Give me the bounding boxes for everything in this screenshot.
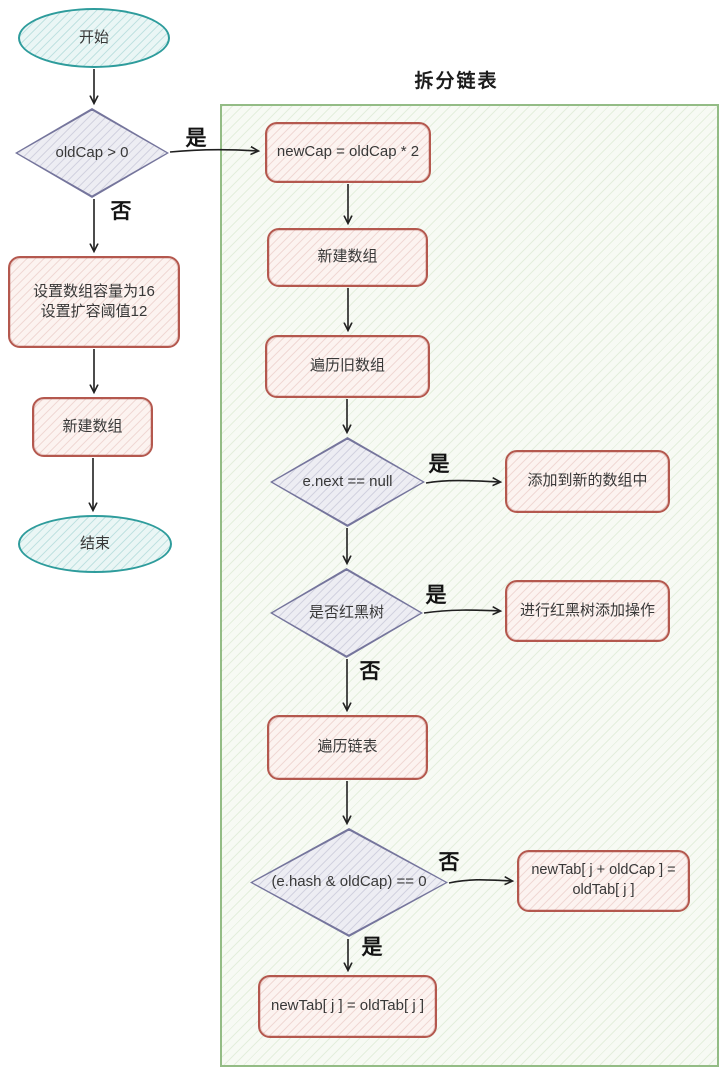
end-label: 结束 xyxy=(79,534,110,552)
start-node: 开始 xyxy=(18,8,170,68)
add-to-new-array-node: 添加到新的数组中 xyxy=(505,450,670,513)
newtab-offset-node: newTab[ j + oldCap ] = oldTab[ j ] xyxy=(517,850,690,912)
set-capacity-node: 设置数组容量为16 设置扩容阈值12 xyxy=(8,256,180,348)
cond-enext-node: e.next == null xyxy=(270,437,425,527)
edge-label-rbtree-yes: 是 xyxy=(425,584,447,607)
edge-label-hash-yes: 是 xyxy=(361,936,383,959)
iterate-old-array-label: 遍历旧数组 xyxy=(309,357,385,375)
new-array-label: 新建数组 xyxy=(317,248,378,266)
rbtree-add-node: 进行红黑树添加操作 xyxy=(505,580,670,642)
new-array-node: 新建数组 xyxy=(267,228,428,287)
rbtree-add-label: 进行红黑树添加操作 xyxy=(519,601,655,619)
iterate-old-array-node: 遍历旧数组 xyxy=(265,335,430,398)
newcap-node: newCap = oldCap * 2 xyxy=(265,122,431,183)
cond-hash-label: (e.hash & oldCap) == 0 xyxy=(271,873,427,891)
edge-label-rbtree-no: 否 xyxy=(359,660,381,683)
edge-label-hash-no: 否 xyxy=(438,851,460,874)
new-array-left-label: 新建数组 xyxy=(62,417,123,435)
cond-hash-node: (e.hash & oldCap) == 0 xyxy=(250,828,448,937)
set-capacity-label: 设置数组容量为16 设置扩容阈值12 xyxy=(33,282,155,320)
cond-oldcap-node: oldCap > 0 xyxy=(15,108,169,198)
arrow-hash-no xyxy=(448,880,512,883)
cond-rbtree-node: 是否红黑树 xyxy=(270,568,423,658)
arrow-enext-yes xyxy=(425,481,500,483)
add-to-new-array-label: 添加到新的数组中 xyxy=(527,472,648,490)
edge-label-oldcap-no: 否 xyxy=(110,200,132,223)
iterate-list-label: 遍历链表 xyxy=(317,738,378,756)
end-node: 结束 xyxy=(18,515,172,573)
newcap-label: newCap = oldCap * 2 xyxy=(276,143,420,161)
newtab-offset-label: newTab[ j + oldCap ] = oldTab[ j ] xyxy=(531,862,676,898)
edge-label-enext-yes: 是 xyxy=(428,453,450,476)
cond-oldcap-label: oldCap > 0 xyxy=(55,143,129,161)
newtab-same-node: newTab[ j ] = oldTab[ j ] xyxy=(258,975,437,1038)
iterate-list-node: 遍历链表 xyxy=(267,715,428,780)
new-array-left-node: 新建数组 xyxy=(32,397,153,457)
cond-enext-label: e.next == null xyxy=(302,472,393,490)
cond-rbtree-label: 是否红黑树 xyxy=(308,603,384,621)
group-title: 拆分链表 xyxy=(414,71,499,92)
arrow-rbtree-yes xyxy=(423,610,500,613)
start-label: 开始 xyxy=(78,28,109,46)
edge-label-oldcap-yes: 是 xyxy=(185,127,207,150)
newtab-same-label: newTab[ j ] = oldTab[ j ] xyxy=(270,997,424,1015)
arrow-oldcap-yes xyxy=(169,150,258,152)
